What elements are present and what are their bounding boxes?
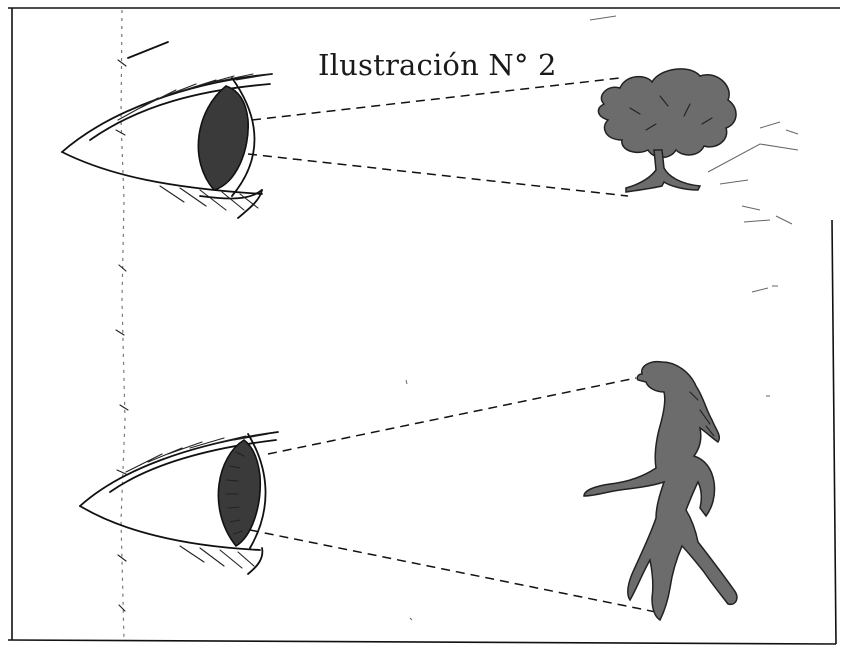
person-silhouette-icon: [584, 362, 737, 620]
vertical-guide-line: [116, 10, 128, 640]
sight-lines-top: [248, 78, 628, 196]
eye-top: [62, 42, 272, 218]
eye-bottom: [80, 432, 278, 574]
figure-title: Ilustración N° 2: [318, 48, 557, 82]
iris: [198, 86, 248, 190]
tree-icon: [598, 69, 736, 192]
